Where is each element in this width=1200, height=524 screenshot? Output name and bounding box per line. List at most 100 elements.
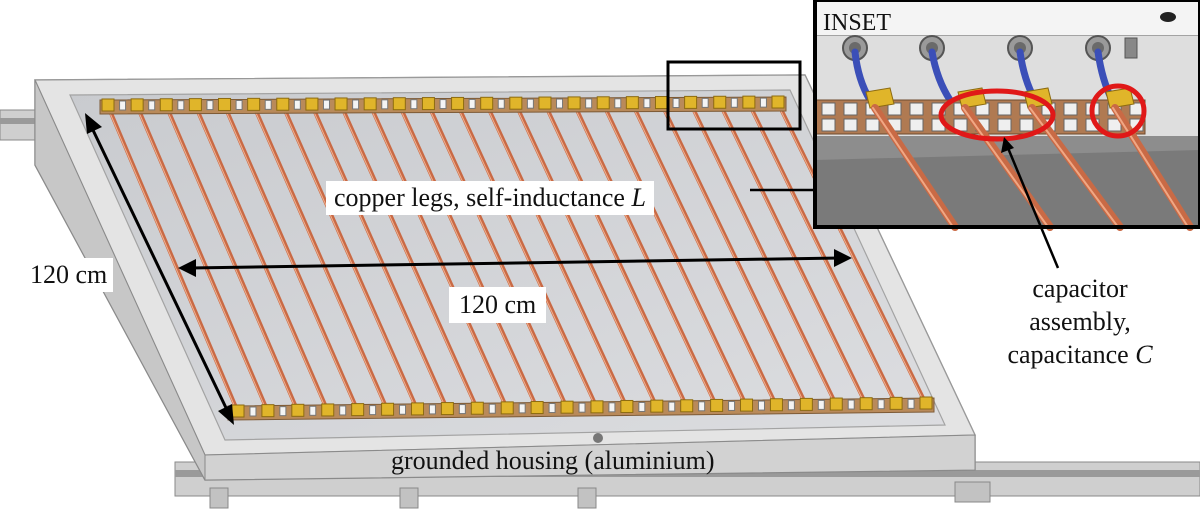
inset-side-connector <box>1124 37 1138 59</box>
top-capacitor <box>625 96 639 110</box>
top-capacitor <box>247 97 261 111</box>
copper-leg <box>397 103 539 410</box>
copper-leg-highlight <box>689 103 836 406</box>
copper-leg-highlight <box>718 103 866 405</box>
top-spacer <box>148 100 156 111</box>
top-capacitor <box>684 95 698 109</box>
bottom-spacer <box>458 404 466 415</box>
copper-leg <box>543 103 689 408</box>
copper-leg-highlight <box>223 105 358 411</box>
bottom-spacer <box>638 401 646 412</box>
inductance-symbol: L <box>631 183 646 212</box>
bottom-spacer <box>668 401 676 412</box>
copper-leg <box>193 104 330 412</box>
copper-leg-highlight <box>252 105 388 411</box>
capacitance-symbol: C <box>1135 340 1153 369</box>
capacitor-label-line3: capacitance C <box>980 338 1180 371</box>
top-capacitor <box>742 95 756 109</box>
bottom-spacer <box>309 405 317 416</box>
copper-legs-text: copper legs, self-inductance <box>334 183 625 212</box>
top-spacer <box>468 98 476 109</box>
inset-solder-pad <box>821 102 836 116</box>
top-spacer <box>701 97 709 108</box>
bottom-capacitor <box>351 403 365 417</box>
copper-leg-highlight <box>397 104 537 409</box>
top-spacer <box>235 99 243 110</box>
inset-solder-pad <box>887 102 902 116</box>
bottom-capacitor <box>381 402 395 416</box>
copper-leg <box>426 103 569 410</box>
top-capacitor <box>538 96 552 110</box>
bottom-capacitor <box>291 403 305 417</box>
copper-leg-highlight <box>543 103 687 407</box>
copper-leg-highlight <box>601 103 746 407</box>
top-capacitor <box>305 97 319 111</box>
top-capacitor <box>654 96 668 110</box>
top-capacitor <box>713 95 727 109</box>
capacitor-leader-arrow <box>1001 137 1060 269</box>
bottom-spacer <box>847 399 855 410</box>
top-spacer <box>206 100 214 111</box>
top-capacitor <box>218 97 232 111</box>
copper-leg-highlight <box>426 104 567 409</box>
bottom-spacer <box>728 400 736 411</box>
top-capacitor <box>363 97 377 111</box>
copper-leg-highlight <box>193 105 328 412</box>
copper-leg <box>164 104 300 413</box>
copper-leg-highlight <box>747 102 896 405</box>
copper-leg <box>251 104 390 412</box>
top-spacer <box>585 98 593 109</box>
inset-capacitor <box>1105 87 1135 109</box>
bottom-spacer <box>339 405 347 416</box>
bottom-capacitor <box>919 396 933 410</box>
bottom-capacitor <box>500 401 514 415</box>
bottom-capacitor <box>470 401 484 415</box>
copper-leg <box>280 104 420 411</box>
top-spacer <box>381 99 389 110</box>
copper-leg <box>659 102 809 407</box>
top-spacer <box>526 98 534 109</box>
capacitor-label-line2: assembly, <box>1029 307 1131 336</box>
top-spacer <box>730 97 738 108</box>
copper-leg-highlight <box>485 104 627 408</box>
copper-leg <box>368 104 510 410</box>
bottom-spacer <box>907 398 915 409</box>
top-spacer <box>643 98 651 109</box>
inset-solder-pad <box>843 118 858 132</box>
copper-leg-highlight <box>776 102 926 405</box>
vertical-dimension-arrow <box>85 113 234 425</box>
top-spacer <box>352 99 360 110</box>
bottom-capacitor <box>620 399 634 413</box>
bottom-capacitor <box>710 398 724 412</box>
top-capacitor <box>509 96 523 110</box>
inset-solder-pad <box>1019 118 1034 132</box>
bottom-capacitor <box>261 404 275 418</box>
copper-leg-highlight <box>281 105 417 411</box>
top-spacer <box>439 99 447 110</box>
inset-marker-box <box>666 60 802 131</box>
top-spacer <box>614 98 622 109</box>
capacitor-label-line1: capacitor <box>1032 274 1128 303</box>
copper-leg-highlight <box>630 103 776 406</box>
highlight-ring-single <box>1089 83 1147 139</box>
inset-panel <box>813 0 1200 231</box>
inset-solder-pad <box>843 102 858 116</box>
copper-leg-highlight <box>572 103 717 407</box>
bottom-spacer <box>578 402 586 413</box>
top-capacitor <box>188 98 202 112</box>
bottom-capacitor <box>859 397 873 411</box>
top-spacer <box>556 98 564 109</box>
inset-solder-pad <box>997 118 1012 132</box>
top-capacitor <box>567 96 581 110</box>
horizontal-dimension-arrow <box>178 249 852 277</box>
bottom-spacer <box>757 400 765 411</box>
copper-legs <box>106 102 928 413</box>
aluminium-housing <box>34 74 976 481</box>
copper-leg <box>601 102 749 407</box>
bottom-capacitor <box>829 397 843 411</box>
top-capacitor <box>334 97 348 111</box>
copper-leg <box>484 103 629 409</box>
top-spacer <box>177 100 185 111</box>
bottom-spacer <box>698 401 706 412</box>
copper-leg <box>310 104 450 411</box>
